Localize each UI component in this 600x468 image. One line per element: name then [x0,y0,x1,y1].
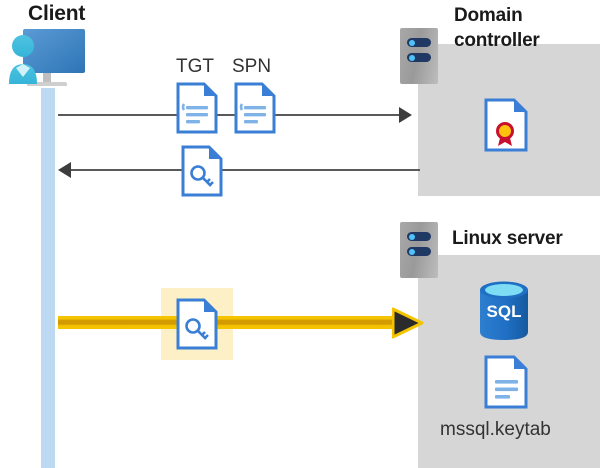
service-ticket-arrowhead [58,162,71,178]
spn-document-icon [234,82,276,139]
linux-server-title: Linux server [452,228,563,249]
client-title: Client [28,2,86,25]
request-ticket-arrowhead [399,107,412,123]
rack-led-pill [407,232,431,241]
domain-controller-rack-icon [400,28,438,84]
client-computer-icon [5,27,95,95]
rack-led-pill [407,53,431,62]
authenticate-arrowhead [391,307,424,344]
client-lifeline [41,88,55,468]
domain-controller-title: Domain controller [454,5,540,51]
service-ticket-document-icon [181,145,223,202]
keytab-filename-label: mssql.keytab [440,419,551,440]
request-ticket-arrow-line [58,114,400,116]
sql-label: SQL [487,302,522,321]
highlighted-service-ticket-icon [176,298,218,355]
rack-led-pill [407,38,431,47]
tgt-document-icon [176,82,218,139]
sql-database-icon: SQL [476,280,532,347]
tgt-label: TGT [176,56,214,77]
authenticate-arrow-line [58,316,398,329]
certificate-icon [484,98,528,157]
keytab-document-icon [484,355,528,414]
spn-label: SPN [232,56,272,77]
rack-led-pill [407,247,431,256]
linux-server-rack-icon [400,222,438,278]
service-ticket-arrow-line [70,169,420,171]
